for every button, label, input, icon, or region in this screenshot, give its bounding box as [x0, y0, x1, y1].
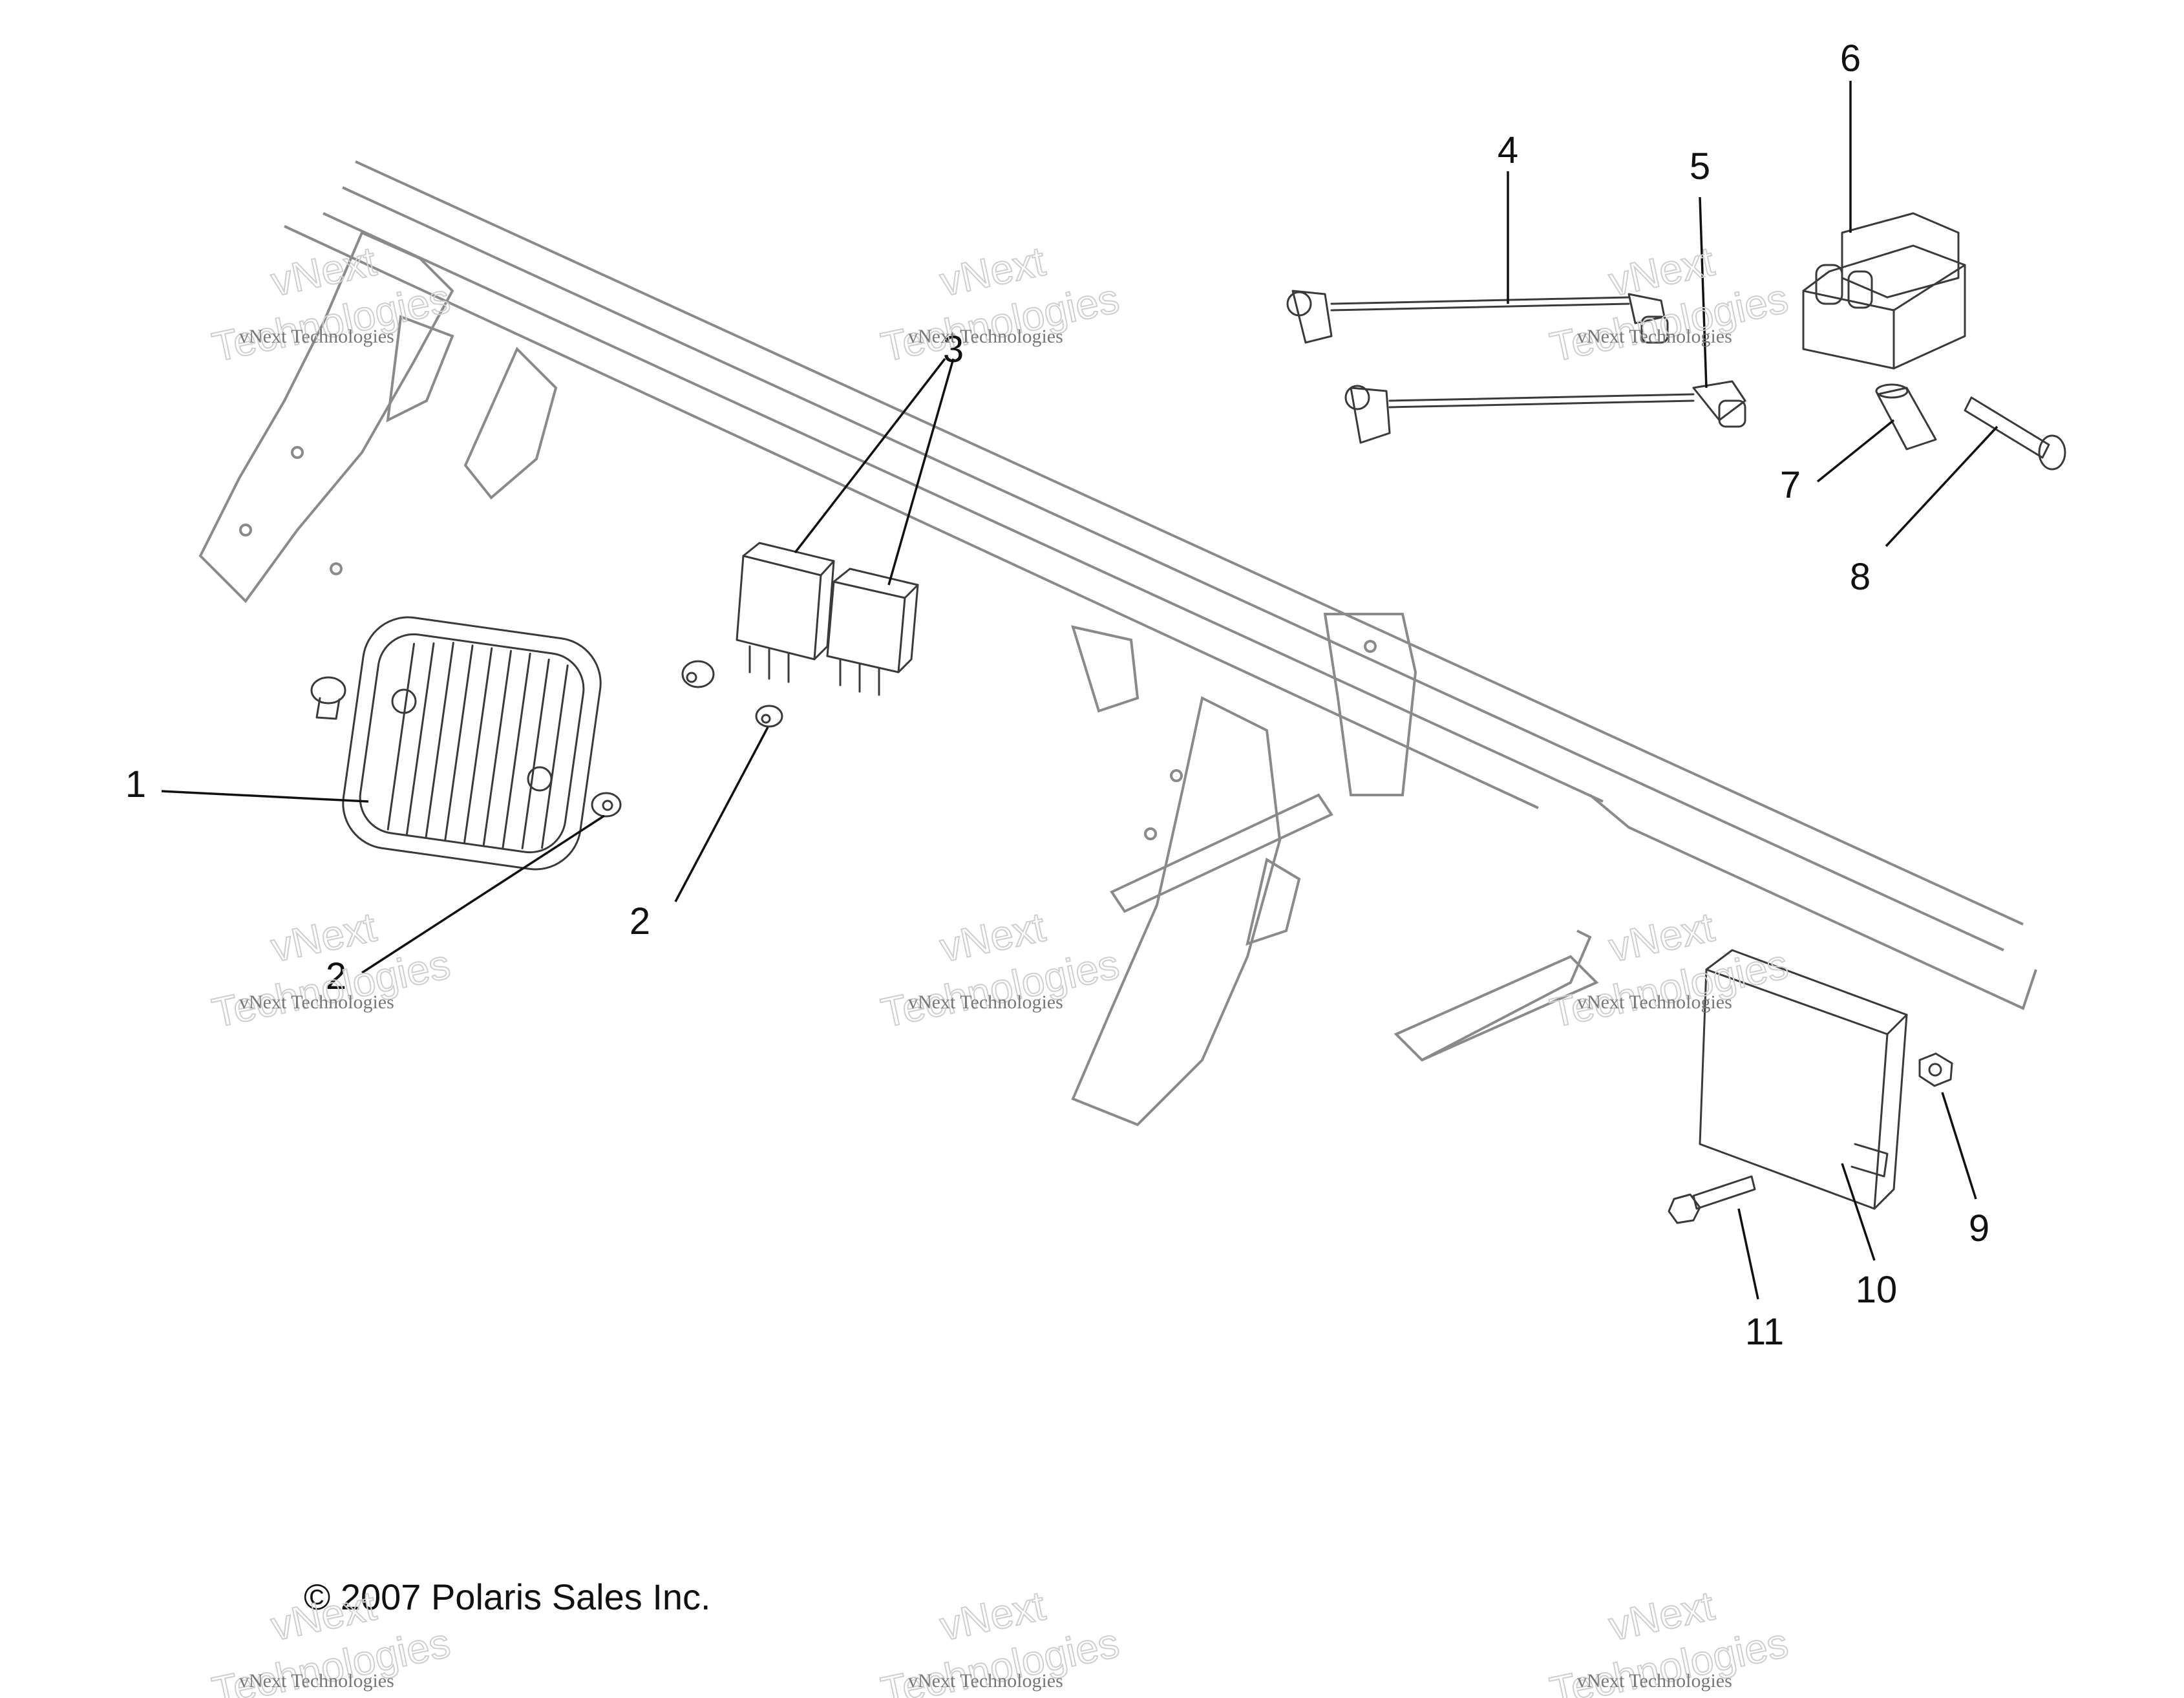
watermark: vNext Technologies vNext Technologies	[1545, 903, 1792, 1037]
spacer	[1875, 383, 1937, 451]
center-frame-bracket	[1071, 613, 1417, 1127]
left-frame-bracket	[198, 231, 558, 604]
screw-a	[310, 676, 346, 720]
watermark: vNext Technologies vNext Technologies	[876, 1582, 1123, 1698]
watermark: vNext Technologies vNext Technologies	[207, 903, 454, 1037]
callout-3: 3	[943, 328, 964, 370]
callout-6: 6	[1840, 37, 1861, 80]
relay-b	[826, 568, 919, 696]
callout-2b: 2	[630, 900, 650, 942]
watermark: vNext Technologies vNext Technologies	[1545, 1582, 1792, 1698]
voltage-regulator	[342, 616, 602, 871]
svg-text:vNext Technologies: vNext Technologies	[1577, 1670, 1732, 1692]
callout-2a: 2	[326, 955, 346, 997]
callout-9: 9	[1969, 1207, 1989, 1249]
callout-4: 4	[1498, 129, 1518, 171]
callout-7: 7	[1780, 464, 1801, 506]
nut	[1918, 1052, 1953, 1087]
leader-lines	[161, 81, 1998, 1300]
svg-text:vNext Technologies: vNext Technologies	[239, 1670, 394, 1692]
screw-c	[681, 660, 715, 688]
callout-numbers: 1 2 2 2 3 4 5 6 7 8 9 10 11	[125, 37, 1989, 1353]
svg-text:vNext Technologies: vNext Technologies	[239, 326, 394, 347]
svg-text:vNext Technologies: vNext Technologies	[908, 992, 1063, 1013]
relay-a	[736, 542, 835, 683]
watermark: vNext Technologies vNext Technologies	[207, 237, 454, 372]
callout-8: 8	[1850, 556, 1871, 598]
watermarks: vNext Technologies vNext Technologies vN…	[207, 237, 1792, 1698]
hex-bolt	[1668, 1175, 1756, 1224]
svg-text:vNext Technologies: vNext Technologies	[1577, 326, 1732, 347]
sensor-5	[1344, 380, 1746, 444]
watermark: vNext Technologies vNext Technologies	[876, 903, 1123, 1037]
svg-text:vNext Technologies: vNext Technologies	[239, 992, 394, 1013]
callout-5: 5	[1690, 145, 1710, 187]
svg-text:vNext Technologies: vNext Technologies	[1577, 992, 1732, 1013]
ignition-coil	[1802, 212, 1966, 370]
ecu-module	[1699, 949, 1908, 1210]
sensor-4	[1286, 290, 1669, 344]
callout-1: 1	[125, 763, 146, 805]
svg-text:vNext Technologies: vNext Technologies	[908, 326, 1063, 347]
callout-10: 10	[1856, 1269, 1898, 1311]
callout-11: 11	[1745, 1311, 1784, 1353]
screw-d	[755, 705, 783, 728]
svg-text:vNext Technologies: vNext Technologies	[908, 1670, 1063, 1692]
watermark: vNext Technologies vNext Technologies	[876, 237, 1123, 372]
frame-rails	[284, 160, 2037, 1010]
right-frame-bracket	[1394, 929, 1599, 1062]
copyright-notice: © 2007 Polaris Sales Inc.	[304, 1576, 711, 1617]
long-bolt	[1964, 396, 2066, 471]
screw-b	[591, 792, 622, 818]
